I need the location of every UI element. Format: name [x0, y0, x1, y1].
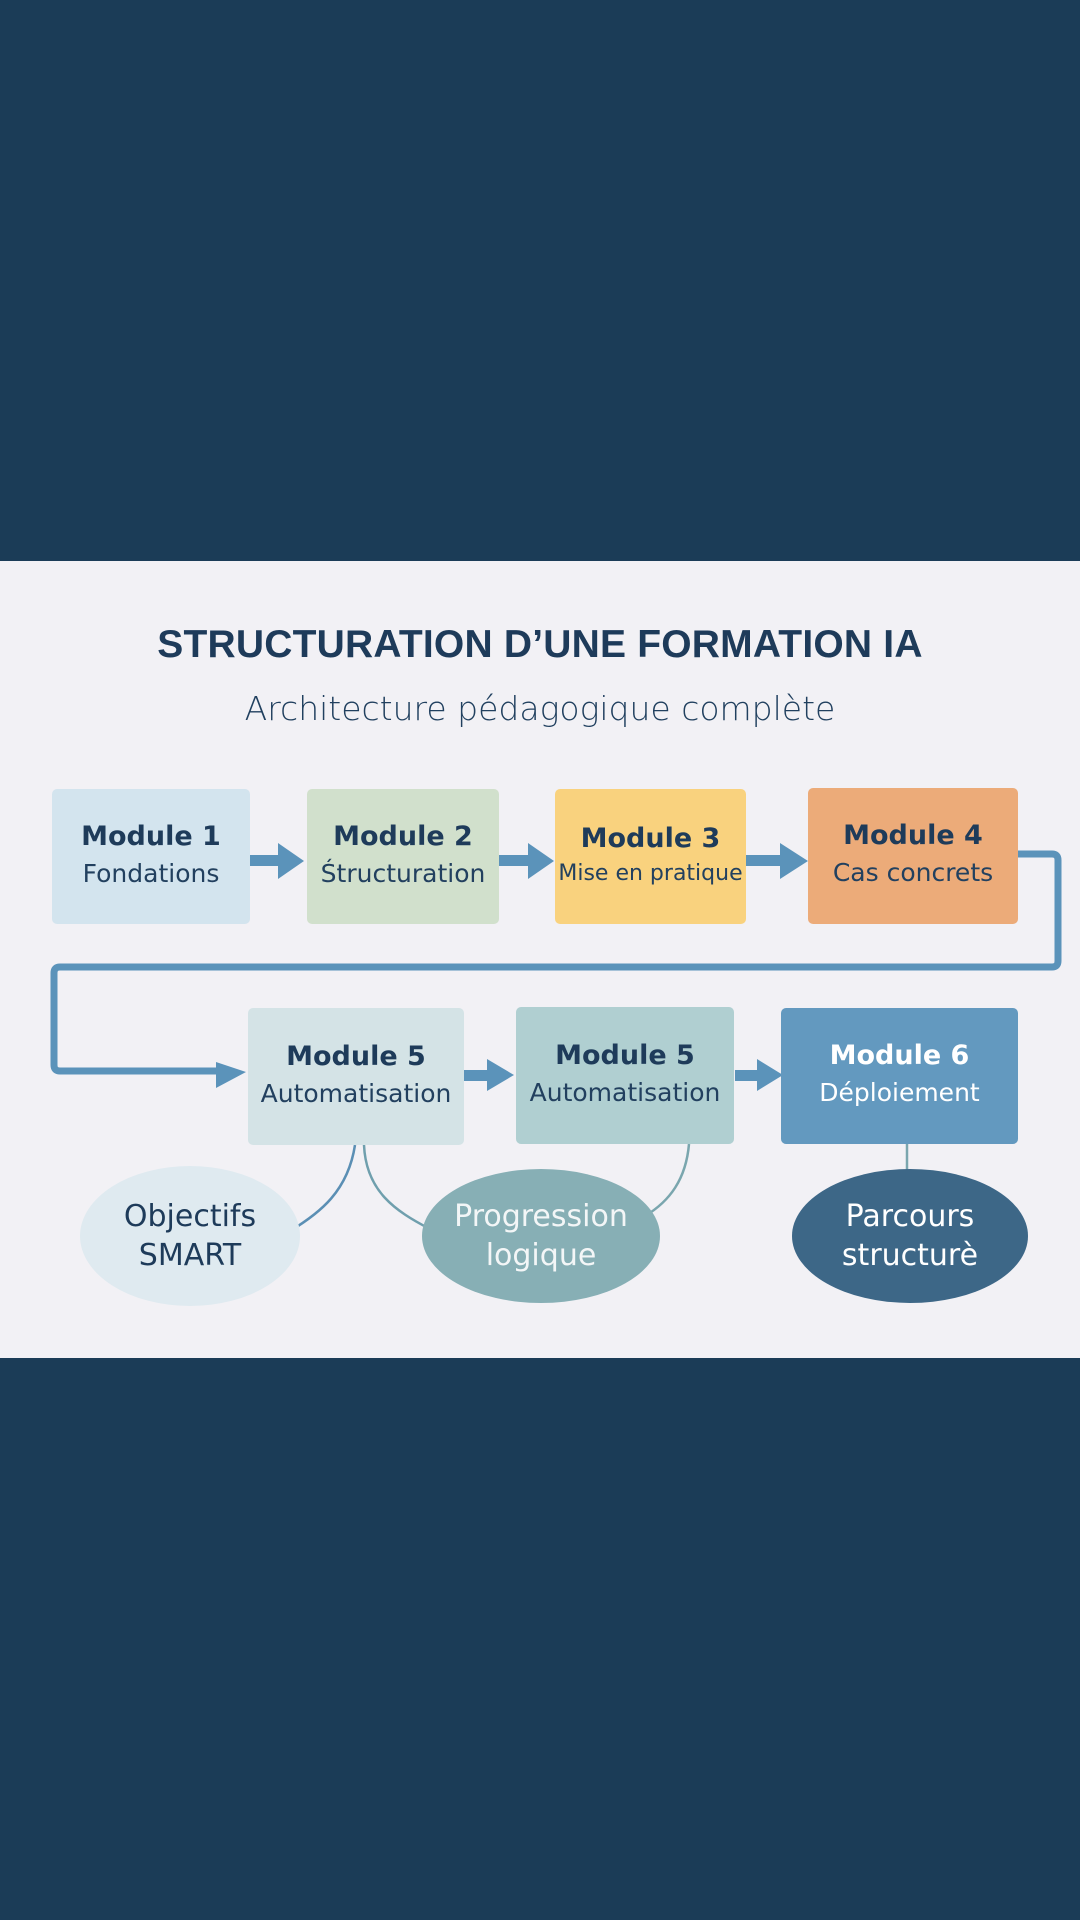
bubble-line-1: Progression — [454, 1199, 628, 1234]
bubble-progression-logique: Progression logique — [422, 1169, 660, 1303]
module-3-box: Module 3 Mise en pratique — [555, 789, 746, 924]
module-6-box: Module 6 Déploiement — [781, 1008, 1018, 1144]
arrow-module2-to-module3 — [498, 843, 554, 879]
bubble-parcours-structure: Parcours structurè — [792, 1169, 1028, 1303]
connector-module5-to-progression — [362, 1144, 431, 1231]
module-subtitle: Śtructuration — [320, 858, 486, 888]
arrow-module5-to-module5b — [463, 1059, 514, 1091]
module-5-box: Module 5 Automatisation — [248, 1008, 464, 1145]
bubble-line-2: logique — [485, 1238, 597, 1273]
arrow-module1-to-module2 — [250, 843, 304, 879]
arrow-loop-to-module5 — [216, 1062, 246, 1088]
module-4-box: Module 4 Cas concrets — [808, 788, 1018, 924]
module-subtitle: Déploiement — [819, 1078, 980, 1108]
module-name: Module 5 — [286, 1040, 426, 1072]
bubble-line-1: Parcours — [845, 1199, 975, 1234]
diagram-title: STRUCTURATION D’UNE FORMATION IA — [157, 623, 923, 666]
module-name: Module 1 — [81, 820, 221, 852]
module-1-box: Module 1 Fondations — [52, 789, 250, 924]
module-name: Module 6 — [829, 1040, 970, 1072]
arrow-module5b-to-module6 — [735, 1059, 783, 1091]
connector-module5b-to-progression — [644, 1143, 691, 1218]
bubble-line-1: Objectifs — [123, 1199, 257, 1234]
diagram-panel: STRUCTURATION D’UNE FORMATION IA Archite… — [0, 561, 1080, 1358]
module-name: Module 5 — [555, 1039, 695, 1071]
connector-module5-to-objectifs — [289, 1144, 357, 1233]
module-subtitle: Mise en pratique — [558, 861, 743, 887]
module-2-box: Module 2 Śtructuration — [307, 789, 499, 924]
diagram-subtitle: Architecture pédagogique complète — [244, 689, 836, 728]
bubble-line-2: structurè — [841, 1238, 979, 1273]
module-subtitle: Automatisation — [529, 1077, 721, 1107]
arrow-module3-to-module4 — [746, 843, 808, 879]
module-name: Module 4 — [843, 820, 983, 852]
module-name: Module 2 — [333, 820, 473, 852]
module-subtitle: Cas concrets — [832, 858, 994, 888]
module-subtitle: Automatisation — [260, 1078, 452, 1108]
bubble-objectifs-smart: Objectifs SMART — [80, 1166, 300, 1306]
bubble-line-2: SMART — [138, 1238, 242, 1273]
module-subtitle: Fondations — [82, 858, 220, 888]
module-5b-box: Module 5 Automatisation — [516, 1007, 734, 1144]
loop-connector — [50, 850, 1062, 1075]
module-name: Module 3 — [580, 822, 721, 854]
